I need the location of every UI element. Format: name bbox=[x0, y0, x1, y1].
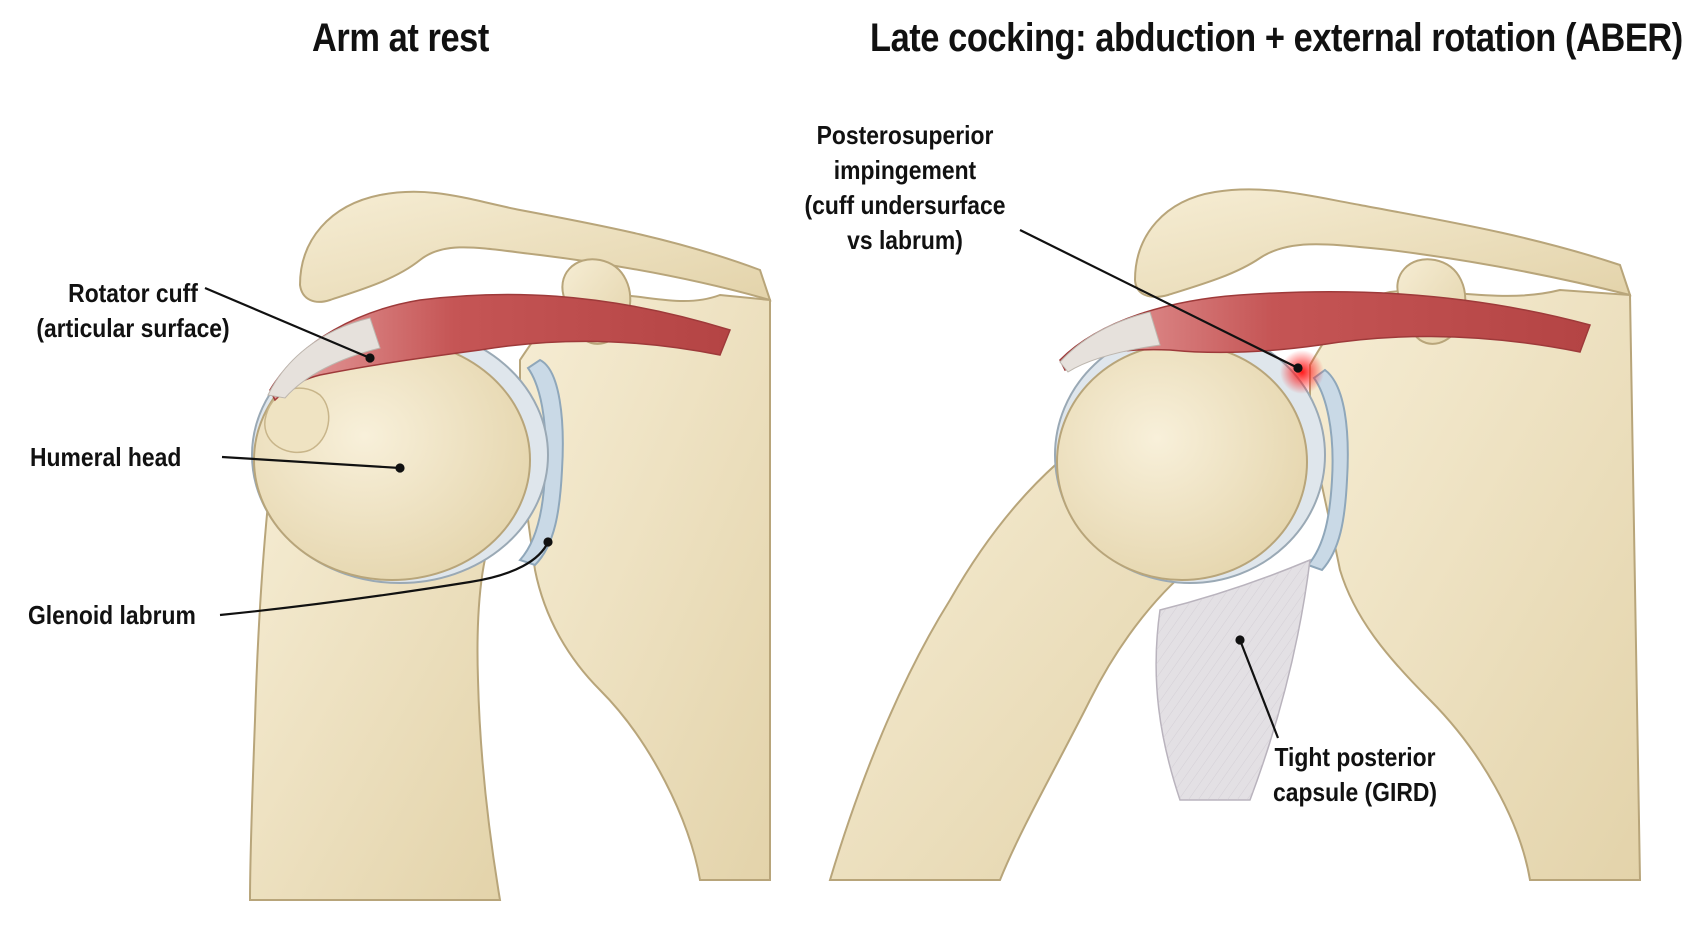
label-rotator-cuff-line2: (articular surface) bbox=[36, 313, 230, 343]
dot-humeral-head bbox=[395, 463, 405, 473]
dot-glenoid-labrum bbox=[543, 537, 553, 547]
dot-rotator-cuff bbox=[365, 353, 375, 363]
label-rotator-cuff: Rotator cuff (articular surface) bbox=[32, 276, 234, 346]
label-impingement-line2: impingement bbox=[833, 155, 977, 185]
label-glenoid-labrum-line1: Glenoid labrum bbox=[28, 600, 196, 630]
right-cuff-tendon bbox=[1059, 311, 1161, 373]
left-shoulder bbox=[248, 190, 772, 901]
label-impingement-line4: vs labrum) bbox=[847, 225, 963, 255]
label-impingement-line1: Posterosuperior bbox=[816, 120, 994, 150]
dot-impingement bbox=[1293, 363, 1303, 373]
label-glenoid-labrum: Glenoid labrum bbox=[28, 598, 196, 633]
left-rotator-cuff bbox=[269, 293, 731, 402]
right-scapula bbox=[1309, 288, 1642, 881]
label-rotator-cuff-line1: Rotator cuff bbox=[68, 278, 198, 308]
right-clavicle bbox=[1133, 188, 1632, 298]
left-scapula bbox=[519, 293, 771, 881]
label-posterosuperior-impingement: Posterosuperior impingement (cuff unders… bbox=[804, 118, 1006, 258]
capsule-fibers bbox=[1156, 560, 1310, 800]
left-clavicle bbox=[298, 190, 772, 303]
label-impingement-line3: (cuff undersurface bbox=[804, 190, 1006, 220]
leader-posterior-capsule bbox=[1238, 639, 1280, 739]
leader-impingement bbox=[1019, 229, 1299, 369]
leader-lines bbox=[204, 229, 1303, 739]
left-cuff-tendon bbox=[267, 317, 381, 399]
label-humeral-head: Humeral head bbox=[30, 440, 181, 475]
label-capsule-line1: Tight posterior bbox=[1274, 742, 1436, 772]
left-panel-title: Arm at rest bbox=[312, 16, 489, 60]
dot-posterior-capsule bbox=[1235, 635, 1245, 645]
right-panel-title: Late cocking: abduction + external rotat… bbox=[870, 16, 1683, 60]
label-humeral-head-line1: Humeral head bbox=[30, 442, 182, 472]
leader-glenoid-labrum bbox=[219, 541, 550, 617]
left-labrum bbox=[518, 358, 564, 567]
right-shoulder bbox=[828, 188, 1642, 881]
label-tight-posterior-capsule: Tight posterior capsule (GIRD) bbox=[1271, 740, 1438, 810]
leader-rotator-cuff bbox=[204, 286, 371, 360]
right-humeral-head bbox=[1056, 343, 1308, 581]
label-capsule-line2: capsule (GIRD) bbox=[1272, 777, 1438, 807]
right-rotator-cuff bbox=[1059, 291, 1591, 372]
leader-humeral-head bbox=[221, 455, 401, 470]
impingement-hotspot bbox=[1280, 350, 1324, 394]
